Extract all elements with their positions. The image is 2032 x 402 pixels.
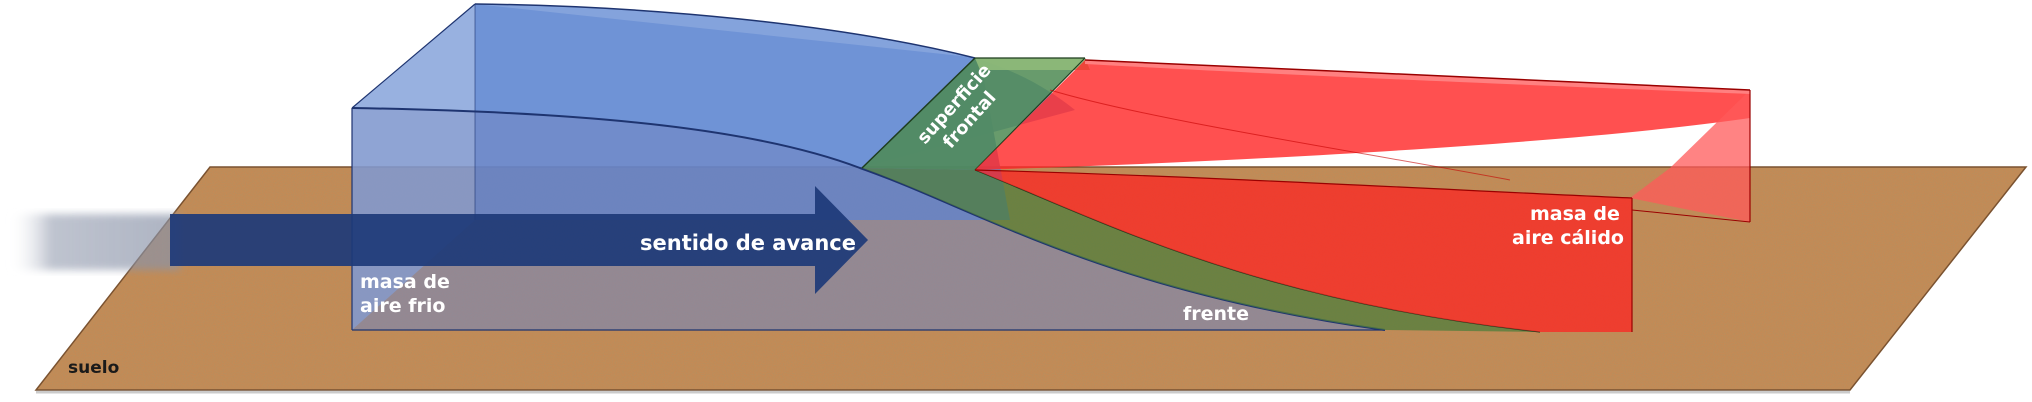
direction-label: sentido de avance [640,231,856,255]
warm-air-mass [974,59,1751,332]
arrow-shaft-fade [8,214,180,270]
cold-air-mass [351,3,1386,331]
cold-mass-label-line2: aire frio [360,295,445,317]
warm-mass-label-line1: masa de [1530,203,1620,225]
direction-arrow [170,186,868,294]
cold-mass-label-line1: masa de [360,271,450,293]
ground-label: suelo [68,358,119,378]
warm-mass-label-line2: aire cálido [1512,227,1624,249]
front-label: frente [1183,303,1249,325]
